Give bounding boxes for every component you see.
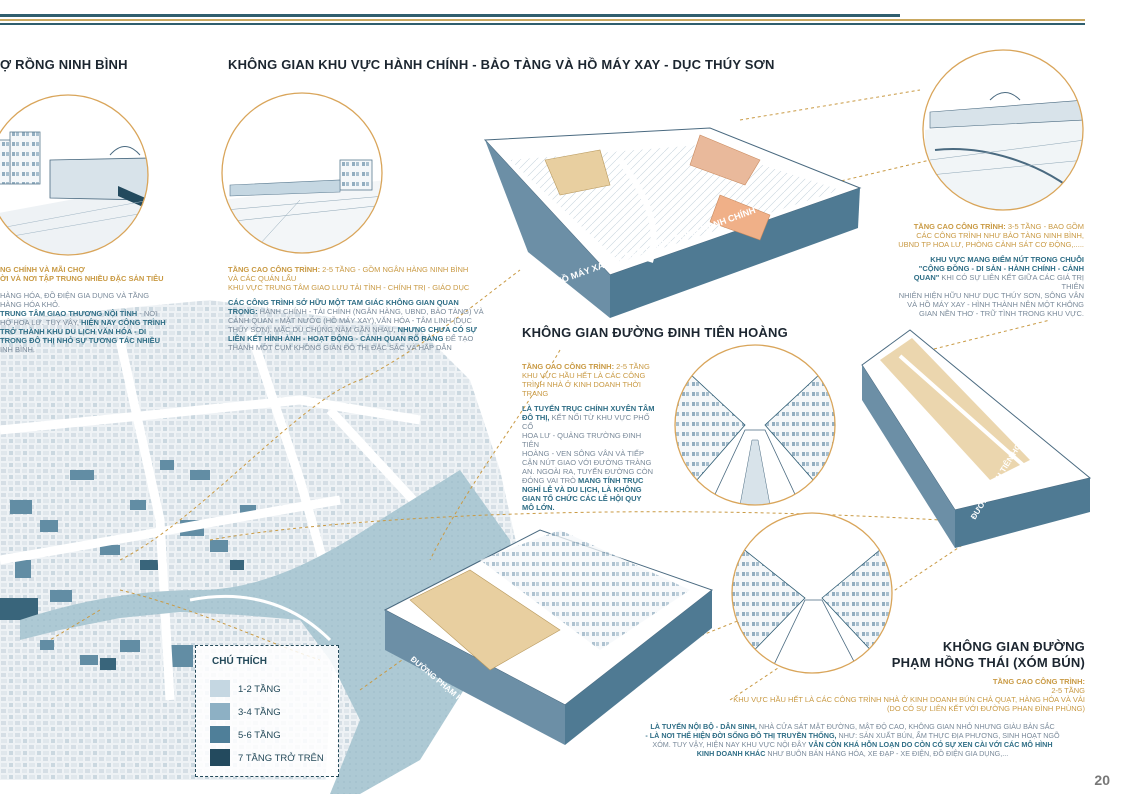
legend-title: CHÚ THÍCH — [212, 656, 267, 667]
title-dinh-tien-hoang: KHÔNG GIAN ĐƯỜNG ĐINH TIÊN HOÀNG — [522, 325, 788, 340]
dinh-tien-hoang-description: TẦNG CAO CÔNG TRÌNH: 2-5 TẦNG KHU VỰC HẦ… — [522, 362, 655, 512]
legend-swatch — [210, 749, 230, 766]
sketch-circle-left — [0, 94, 149, 256]
header-rule-gold — [0, 19, 1085, 21]
pham-hong-thai-description: LÀ TUYẾN NỘI BỘ - DÂN SINH, NHÀ CỬA SÁT … — [645, 722, 1060, 758]
model-dinh-tien-hoang: ĐƯỜNG ĐINH TIÊN HOÀNG — [861, 329, 1092, 548]
legend-label: 3-4 TẦNG — [238, 707, 281, 718]
model-ho-may-xay: HỒ MÁY XAY VÀ CÁC CÔNG TRÌNH HÀNH CHÍNH — [483, 127, 862, 318]
title-hanh-chinh: KHÔNG GIAN KHU VỰC HÀNH CHÍNH - BẢO TÀNG… — [228, 57, 775, 72]
title-pham-hong-thai-1: KHÔNG GIAN ĐƯỜNG — [942, 639, 1085, 654]
left-description: NG CHÍNH VÀ MÃI CHỢ ỜI VÀ NƠI TẬP TRUNG … — [0, 265, 166, 354]
title-pham-hong-thai-2: PHẠM HỒNG THÁI (XÓM BÚN) — [891, 655, 1085, 670]
sketch-circle-dinh-tien-hoang — [674, 344, 836, 506]
legend-swatch — [210, 680, 230, 697]
ho-may-xay-description: TẦNG CAO CÔNG TRÌNH: 3-5 TẦNG - BAO GỒM … — [898, 222, 1084, 318]
legend-label: 1-2 TẦNG — [238, 684, 281, 695]
hanh-chinh-description: TẦNG CAO CÔNG TRÌNH: 2-5 TẦNG - GỒM NGÂN… — [228, 265, 484, 352]
legend-swatch — [210, 726, 230, 743]
page-number: 20 — [1094, 772, 1110, 788]
legend-swatch — [210, 703, 230, 720]
legend-label: 7 TẦNG TRỞ TRÊN — [238, 753, 324, 764]
header-rule-dark — [0, 23, 1085, 25]
pham-hong-thai-floors: TẦNG CAO CÔNG TRÌNH: 2-5 TẦNG KHU VỰC HẦ… — [733, 677, 1085, 713]
legend-label: 5-6 TẦNG — [238, 730, 281, 741]
header-rule — [0, 14, 900, 17]
title-left: Ợ RỒNG NINH BÌNH — [0, 57, 128, 72]
sketch-circle-hanh-chinh — [221, 92, 383, 254]
sketch-circle-pham-hong-thai — [731, 512, 893, 674]
legend: CHÚ THÍCH 1-2 TẦNG 3-4 TẦNG 5-6 TẦNG 7 T… — [195, 645, 339, 777]
sketch-circle-ho-may-xay — [922, 49, 1084, 211]
